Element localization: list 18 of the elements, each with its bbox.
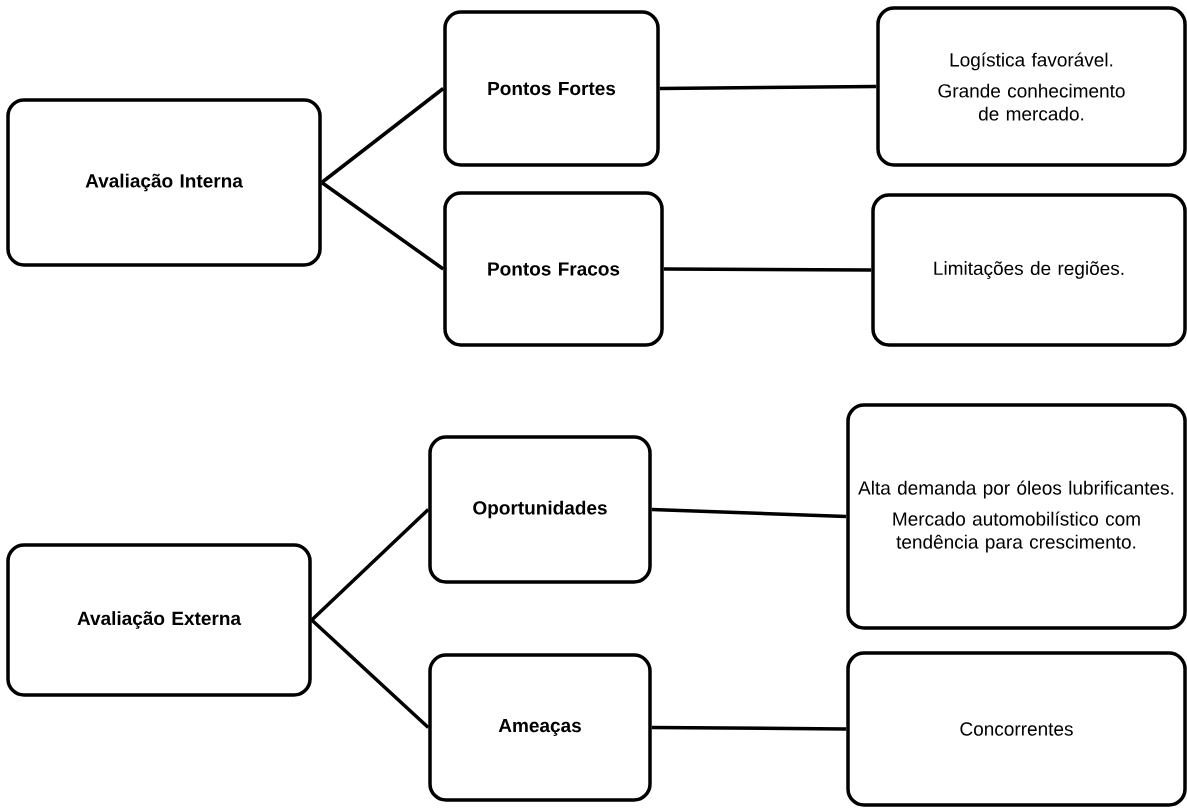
detail-box: Logística favorável. Grande conhecimento de mercado. <box>876 6 1187 167</box>
detail-box: Concorrentes <box>846 651 1187 807</box>
connector-line <box>659 84 877 91</box>
connector-line <box>310 508 430 622</box>
factor-box: Oportunidades <box>428 435 652 584</box>
connector-line <box>320 87 445 184</box>
connector-line <box>320 181 445 271</box>
category-box: Avaliação Externa <box>6 543 312 697</box>
category-box: Avaliação Interna <box>6 98 322 267</box>
connector-line <box>651 725 847 731</box>
detail-box: Alta demanda por óleos lubrificantes. Mercado automobilístico com tendência para crescimento. <box>846 403 1187 630</box>
connector-line <box>651 507 847 519</box>
factor-box: Pontos Fortes <box>443 10 660 167</box>
connector-line <box>310 618 430 729</box>
connector-line <box>663 267 872 272</box>
factor-box: Pontos Fracos <box>443 191 664 347</box>
detail-box: Limitações de regiões. <box>871 193 1187 347</box>
factor-box: Ameaças <box>428 653 652 802</box>
